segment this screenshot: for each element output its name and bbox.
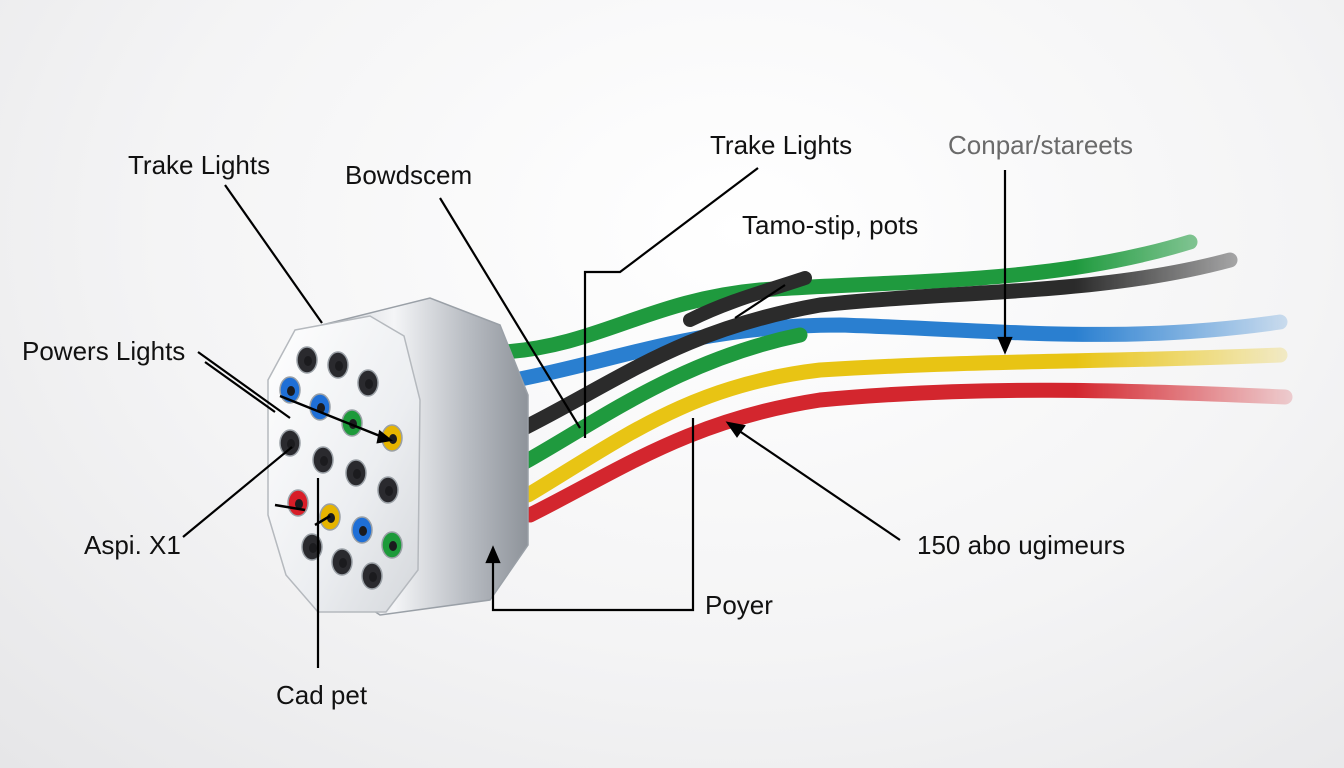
leader-powers-lights-2 [204, 361, 276, 413]
label-trake-lights-right: Trake Lights [710, 130, 853, 160]
label-trake-lights-left: Trake Lights [128, 150, 271, 180]
label-tamo-stip-pots: Tamo-stip, pots [742, 210, 919, 240]
pin-hole [320, 456, 328, 466]
leader-powers-lights [197, 351, 291, 419]
pin-hole [339, 558, 347, 568]
pin-hole [335, 361, 343, 371]
pin-hole [304, 356, 312, 366]
arrowhead-abo [725, 421, 746, 438]
probe-line [274, 503, 306, 512]
black-wire [512, 252, 1238, 438]
label-poyer: Poyer [705, 590, 773, 620]
label-cad-pet: Cad pet [276, 680, 368, 710]
leader-trake-lights-left [224, 184, 323, 324]
pin-hole [353, 469, 361, 479]
pin-hole [389, 434, 397, 444]
leader-abo-ugimeurs [731, 425, 901, 541]
label-conpar-stareets: Conpar/stareets [948, 130, 1133, 160]
leader-trake-lights-right [583, 167, 759, 438]
label-powers-lights: Powers Lights [22, 336, 186, 366]
wires [497, 234, 1293, 523]
leader-poyer [491, 418, 695, 612]
blue-wire [507, 314, 1288, 388]
pin-hole [287, 439, 295, 449]
pin-hole [365, 379, 373, 389]
probe-line [279, 394, 391, 442]
pin-hole [369, 572, 377, 582]
pin-hole [295, 499, 303, 509]
pin-probes [274, 394, 393, 527]
yellow-wire [520, 347, 1288, 503]
arrowhead-conpar [997, 336, 1013, 355]
black-wire-stub [683, 271, 812, 327]
arrowhead-poyer [485, 545, 501, 564]
leader-lines [182, 167, 1013, 668]
label-bowdscem: Bowdscem [345, 160, 473, 190]
pin-hole [385, 486, 393, 496]
leader-tamo-stip [734, 284, 786, 319]
leader-bowdscem [439, 197, 581, 429]
green-wire-lower [517, 327, 808, 470]
connector [267, 297, 529, 616]
label-aspi-x1: Aspi. X1 [84, 530, 181, 560]
probe-arrowhead [376, 429, 393, 444]
pin-hole [389, 541, 397, 551]
red-wire [522, 382, 1293, 523]
pin-hole [309, 543, 317, 553]
pin-hole [287, 386, 295, 396]
leader-aspi [182, 446, 293, 538]
pin-hole [359, 526, 367, 536]
label-abo-ugimeurs: 150 abo ugimeurs [917, 530, 1126, 560]
